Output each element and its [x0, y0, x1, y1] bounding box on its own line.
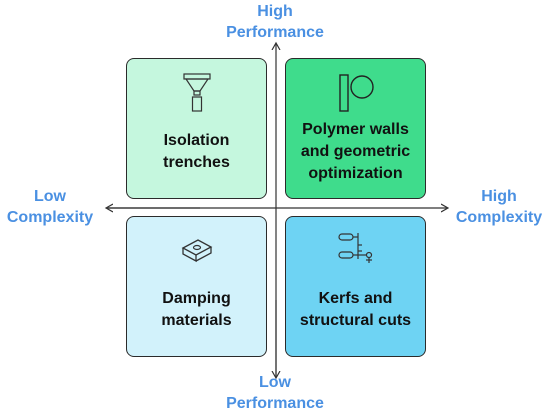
axis-label-line: Performance [226, 395, 324, 412]
quadrant-label-line: Polymer walls [302, 120, 409, 138]
quadrant-label-line: Kerfs and [318, 289, 393, 307]
funnel-trench-icon [182, 73, 211, 113]
quadrant-label: Isolation trenches [155, 105, 238, 198]
quadrant-kerfs-structural-cuts: Kerfs and structural cuts [285, 216, 426, 357]
axis-label-line: High [481, 188, 517, 205]
axis-label-low-performance: Low Performance [175, 372, 375, 414]
axis-label-line: Complexity [455, 209, 543, 226]
quadrant-label-line: and geometric [300, 142, 411, 160]
quadrant-label-line: optimization [308, 164, 403, 182]
quadrant-label-line: Damping [162, 289, 231, 307]
axis-label-line: Complexity [6, 209, 94, 226]
cut-tool-icon [336, 231, 376, 271]
quadrant-label-line: trenches [163, 153, 230, 171]
quadrant-label: Polymer walls and geometric optimization [293, 105, 418, 198]
axis-label-high-performance: High Performance [175, 1, 375, 43]
quadrant-polymer-walls: Polymer walls and geometric optimization [285, 58, 426, 199]
damping-block-icon [180, 231, 214, 271]
quadrant-isolation-trenches: Isolation trenches [126, 58, 267, 199]
quadrant-label: Kerfs and structural cuts [292, 263, 419, 356]
quadrant-damping-materials: Damping materials [126, 216, 267, 357]
quadrant-label-line: Isolation [163, 131, 230, 149]
axis-label-line: Low [34, 188, 66, 205]
quadrant-label: Damping materials [153, 263, 239, 356]
quadrant-label-line: structural cuts [299, 311, 412, 329]
axis-label-line: Performance [226, 24, 324, 41]
axis-label-line: Low [259, 374, 291, 391]
axis-label-high-complexity: High Complexity [448, 186, 550, 228]
quadrant-label-line: materials [161, 311, 232, 329]
wall-panel-icon [336, 73, 376, 113]
axis-label-line: High [257, 3, 293, 20]
axis-label-low-complexity: Low Complexity [0, 186, 100, 228]
